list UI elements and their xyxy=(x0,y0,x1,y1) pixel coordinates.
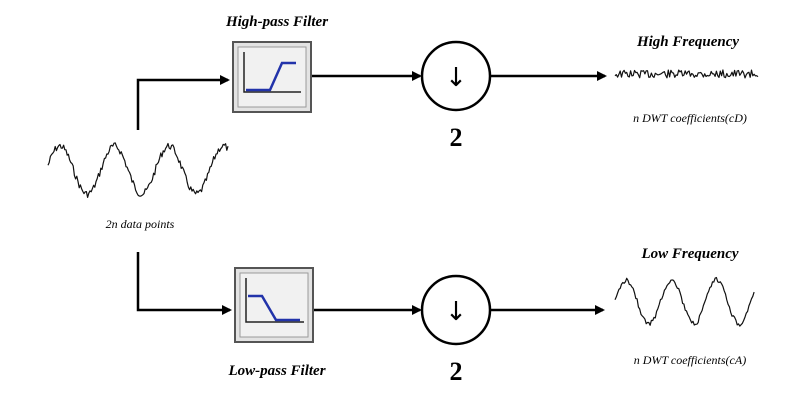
highpass-response-curve xyxy=(246,61,296,92)
high-frequency-title: High Frequency xyxy=(636,34,739,50)
input-signal-waveform xyxy=(47,142,229,198)
high-output-panel xyxy=(610,62,760,86)
low-frequency-waveform xyxy=(614,276,755,327)
lowpass-axes xyxy=(245,278,304,323)
lowpass-filter-label: Low-pass Filter xyxy=(227,363,325,379)
wire-input-to-lowpass xyxy=(136,252,232,315)
low-output-caption: n DWT coefficients(cA) xyxy=(634,353,746,367)
highpass-filter-block xyxy=(232,41,312,113)
low-output-panel xyxy=(610,268,760,340)
low-frequency-title: Low Frequency xyxy=(640,246,738,262)
wire-input-to-highpass xyxy=(136,75,230,130)
low-downsample-arrow-icon: ↓ xyxy=(445,297,467,327)
lowpass-filter-block xyxy=(234,267,314,343)
high-downsample-arrow-icon: ↓ xyxy=(445,63,467,93)
highpass-filter-label: High-pass Filter xyxy=(225,14,328,30)
highpass-axes xyxy=(243,52,301,93)
low-downsample-factor: 2 xyxy=(450,357,463,386)
high-output-caption: n DWT coefficients(cD) xyxy=(633,111,747,125)
high-frequency-waveform xyxy=(614,69,759,79)
input-label: 2n data points xyxy=(106,217,175,231)
input-signal-panel xyxy=(38,130,238,210)
high-downsample-factor: 2 xyxy=(450,123,463,152)
lowpass-response-curve xyxy=(248,294,300,322)
